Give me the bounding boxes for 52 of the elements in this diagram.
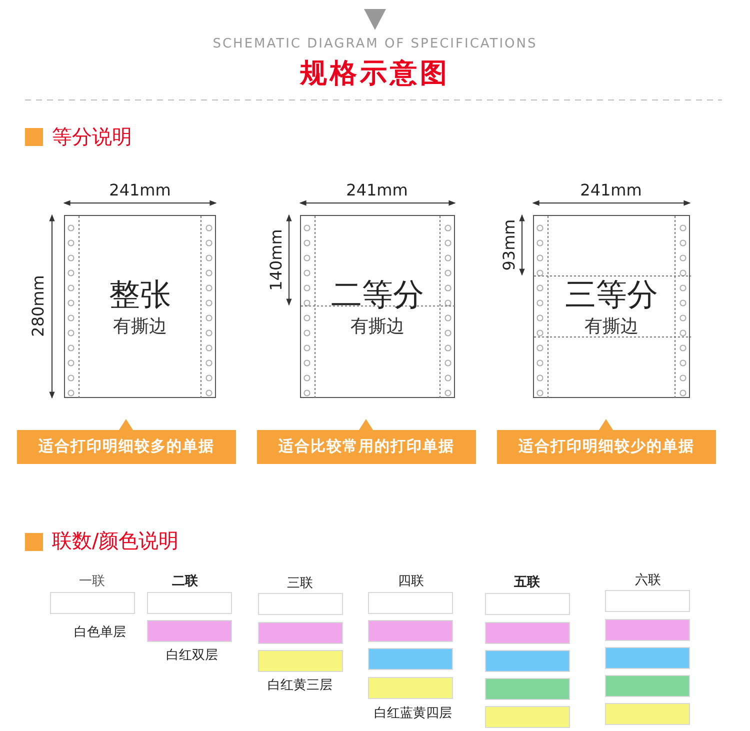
- dimension-label: 241mm: [109, 180, 171, 200]
- paper-sheet: [300, 215, 455, 398]
- paper-layer-swatch: [605, 703, 690, 725]
- sheet-title: 二等分: [330, 276, 425, 315]
- paper-sheet: [64, 215, 216, 398]
- paper-layer-swatch: [485, 650, 570, 672]
- paper-layer-swatch: [368, 592, 453, 614]
- section-heading: 等分说明: [52, 124, 132, 150]
- paper-layer-swatch: [485, 706, 570, 728]
- paper-layer-swatch: [485, 593, 570, 615]
- paper-layer-swatch: [605, 619, 690, 641]
- sheet-subtitle: 有撕边: [350, 315, 406, 338]
- sheet-subtitle: 有撕边: [112, 315, 168, 338]
- paper-layer-swatch: [368, 648, 453, 670]
- paper-layer-swatch: [258, 593, 343, 615]
- layer-count-label: 四联: [398, 573, 424, 590]
- sheet-title: 整张: [108, 276, 172, 315]
- layer-count-label: 三联: [287, 575, 313, 592]
- paper-layer-swatch: [50, 592, 135, 614]
- section-heading: 联数/颜色说明: [52, 528, 179, 554]
- paper-layer-swatch: [485, 622, 570, 644]
- layer-count-label: 二联: [172, 573, 198, 590]
- subtitle: SCHEMATIC DIAGRAM OF SPECIFICATIONS: [212, 36, 538, 52]
- layer-count-label: 五联: [514, 574, 540, 591]
- callout-banner: 适合比较常用的打印单据: [257, 419, 476, 464]
- paper-sheet: [533, 215, 690, 398]
- paper-layer-swatch: [147, 592, 232, 614]
- paper-layer-swatch: [368, 620, 453, 642]
- dimension-label: 93mm: [500, 219, 518, 271]
- layer-color-label: 白红蓝黄四层: [374, 705, 452, 722]
- paper-layer-swatch: [605, 675, 690, 697]
- paper-layer-swatch: [485, 678, 570, 700]
- paper-layer-swatch: [368, 677, 453, 699]
- paper-layer-swatch: [605, 590, 690, 612]
- callout-banner: 适合打印明细较多的单据: [17, 419, 236, 464]
- sheet-title: 三等分: [564, 276, 659, 315]
- title: 规格示意图: [300, 57, 450, 91]
- layer-color-label: 白红黄三层: [268, 677, 332, 694]
- callout-banner: 适合打印明细较少的单据: [497, 419, 716, 464]
- layer-count-label: 六联: [635, 572, 661, 589]
- paper-layer-swatch: [605, 647, 690, 669]
- dimension-label: 241mm: [580, 180, 642, 200]
- paper-layer-swatch: [258, 622, 343, 644]
- layer-color-label: 白红双层: [166, 647, 218, 664]
- paper-layer-swatch: [147, 620, 232, 642]
- layer-color-label: 白色单层: [74, 624, 126, 641]
- sheet-subtitle: 有撕边: [584, 315, 640, 338]
- paper-layer-swatch: [258, 650, 343, 672]
- dimension-label: 241mm: [346, 180, 408, 200]
- dimension-label: 280mm: [28, 275, 48, 337]
- layer-count-label: 一联: [79, 573, 105, 590]
- dimension-label: 140mm: [266, 229, 286, 291]
